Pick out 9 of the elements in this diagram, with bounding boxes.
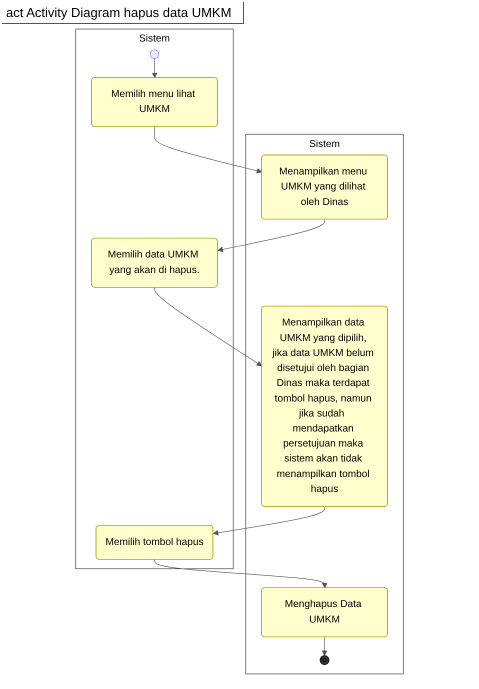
arrow <box>154 126 262 174</box>
arrow <box>218 219 326 252</box>
arrow <box>154 287 262 366</box>
arrow <box>213 506 326 536</box>
node-circle <box>150 50 160 59</box>
arrow <box>322 636 328 656</box>
diagram-title: act Activity Diagram hapus data UMKM <box>2 2 244 24</box>
arrow <box>154 559 328 588</box>
arrow <box>152 58 158 78</box>
